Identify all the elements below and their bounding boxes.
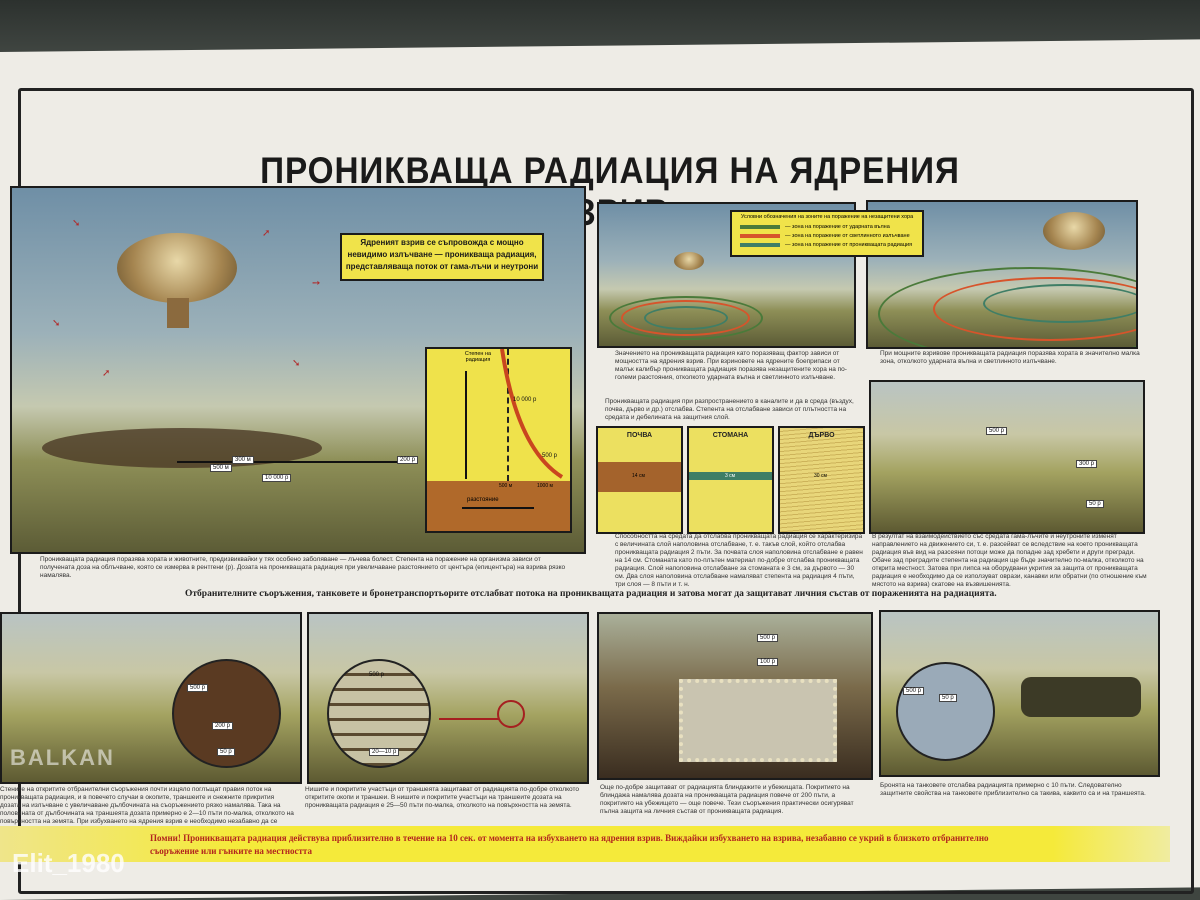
radiation-zone-ring [983,284,1136,323]
dose-label: 50 р [939,694,957,702]
dose-label: 10 000 р [262,474,292,482]
large-yield-caption: При мощните взривове проникващата радиац… [880,350,1140,365]
tank-icon [1021,677,1141,717]
tank-caption: Бронята на танковете отслабва радиацията… [880,782,1146,797]
steel-layer [689,472,772,480]
material-steel-panel: СТОМАНА 3 см [687,426,774,534]
distance-arrow [177,461,397,463]
chart-ground: 500 м 1000 м разстояние [427,481,570,531]
material-wood-panel: ДЪРВО 30 см [778,426,865,534]
watermark-balkan: BALKAN [10,745,115,770]
x-axis-tick: 500 м [499,483,513,489]
legend-item: — зона на поражение от светлинното излъч… [740,231,922,240]
mushroom-cloud-icon [117,233,237,303]
shockwave-zone-ring [609,296,763,340]
dose-label: 500 р [986,427,1008,435]
dose-distance-chart: Степен на радиация 10 000 р 500 р 500 м … [425,347,572,533]
material-name: ПОЧВА [626,432,653,439]
x-axis-arrow [462,507,534,509]
dose-label: 200 р [397,456,419,464]
radiation-arrow-icon: ➘ [292,358,301,369]
threshold-dashed-line [507,349,509,481]
legend-label: — зона на поражение от проникващата ради… [785,241,913,248]
light-zone-ring [933,277,1136,341]
zoom-arrow [439,718,499,720]
terrain-caption: В резултат на взаимодействието със среда… [872,533,1147,588]
explosion-callout: Ядреният взрив се съпровожда с мощно нев… [340,233,544,281]
covered-trench-caption: Нишите и покритите участъци от траншеята… [305,786,579,809]
y-axis-arrow [465,371,467,479]
material-name: ДЪРВО [808,432,835,439]
legend-item: — зона на поражение от ударната вълна [740,222,922,231]
material-soil-panel: ПОЧВА 14 см [596,426,683,534]
shelter-caption: Още по-добре защитават от радиацията бли… [600,784,854,815]
legend-label: — зона на поражение от ударната вълна [785,223,890,230]
legend-swatch [740,242,780,247]
dose-label: 50 р [217,748,235,756]
distance-label: 500 м [210,464,232,472]
main-panel-caption: Проникващата радиация поразява хората и … [40,556,566,579]
materials-caption: Способността на средата да отслабва прон… [615,533,863,588]
radiation-arrow-icon: ➙ [312,278,321,289]
shockwave-zone-ring [878,267,1136,347]
protection-subheading: Отбранителните съоръжения, танковете и б… [185,589,997,599]
shelter-panel: 500 р 100 р [597,612,873,780]
chart-value-label: 10 000 р [513,397,537,403]
material-name: СТОМАНА [712,432,749,439]
legend-title: Условни обозначения на зоните на поражен… [740,214,914,220]
warning-banner [0,826,1170,862]
x-axis-label: разстояние [467,497,499,503]
dose-label: 300 р [1076,460,1098,468]
dose-label: 200 р [212,722,234,730]
radiation-arrow-icon: ➚ [102,368,111,379]
legend-swatch [740,233,780,238]
mushroom-stem [167,298,189,328]
layer-thickness: 14 см [632,473,645,479]
legend-label: — зона на поражение от светлинното излъч… [785,232,910,239]
x-axis-tick: 1000 м [537,483,553,489]
mushroom-cloud-icon [1043,212,1105,250]
y-axis-label: Степен на радиация [464,351,492,363]
dose-label: 100 р [757,658,779,666]
highlight-circle [497,700,525,728]
terrain-shielding-panel: 500 р 300 р 50 р [869,380,1145,534]
radiation-arrow-icon: ➚ [262,228,271,239]
dose-label: 500 р [757,634,779,642]
dose-label: 50 р [1086,500,1104,508]
soil-layer [598,462,681,492]
tank-panel: 500 р 50 р [879,610,1160,777]
radiation-arrow-icon: ➘ [72,218,81,229]
layer-thickness: 30 см [814,473,827,479]
zones-legend: Условни обозначения на зоните на поражен… [730,210,924,257]
materials-intro: Проникващата радиация при разпространени… [605,398,854,421]
tank-armor-zoom-circle [896,662,995,761]
distance-label: 300 м [232,456,254,464]
dose-label: 500 р [187,684,209,692]
chart-value-label: 500 р [542,453,558,459]
mushroom-cloud-icon [674,252,704,270]
small-yield-caption: Значението на проникващата радиация като… [615,350,847,381]
radiation-zone-ring [644,306,728,330]
dose-label: 500 р [903,687,925,695]
warning-text: Помни! Проникващата радиация действува п… [150,833,989,856]
light-zone-ring [621,300,750,336]
dose-label: 500 р [369,672,385,678]
dose-label: 20—10 р [369,748,400,756]
radiation-arrow-icon: ➘ [52,318,61,329]
legend-swatch [740,224,780,229]
shelter-interior [679,679,837,762]
layer-thickness: 3 см [725,473,736,479]
legend-item: — зона на поражение от проникващата ради… [740,240,922,249]
watermark-user: Elit_1980 [12,848,125,878]
covered-trench-panel: 500 р 20—10 р [307,612,589,784]
trench-panel: 500 р 200 р 50 р [0,612,302,784]
dose-curve [500,349,564,479]
